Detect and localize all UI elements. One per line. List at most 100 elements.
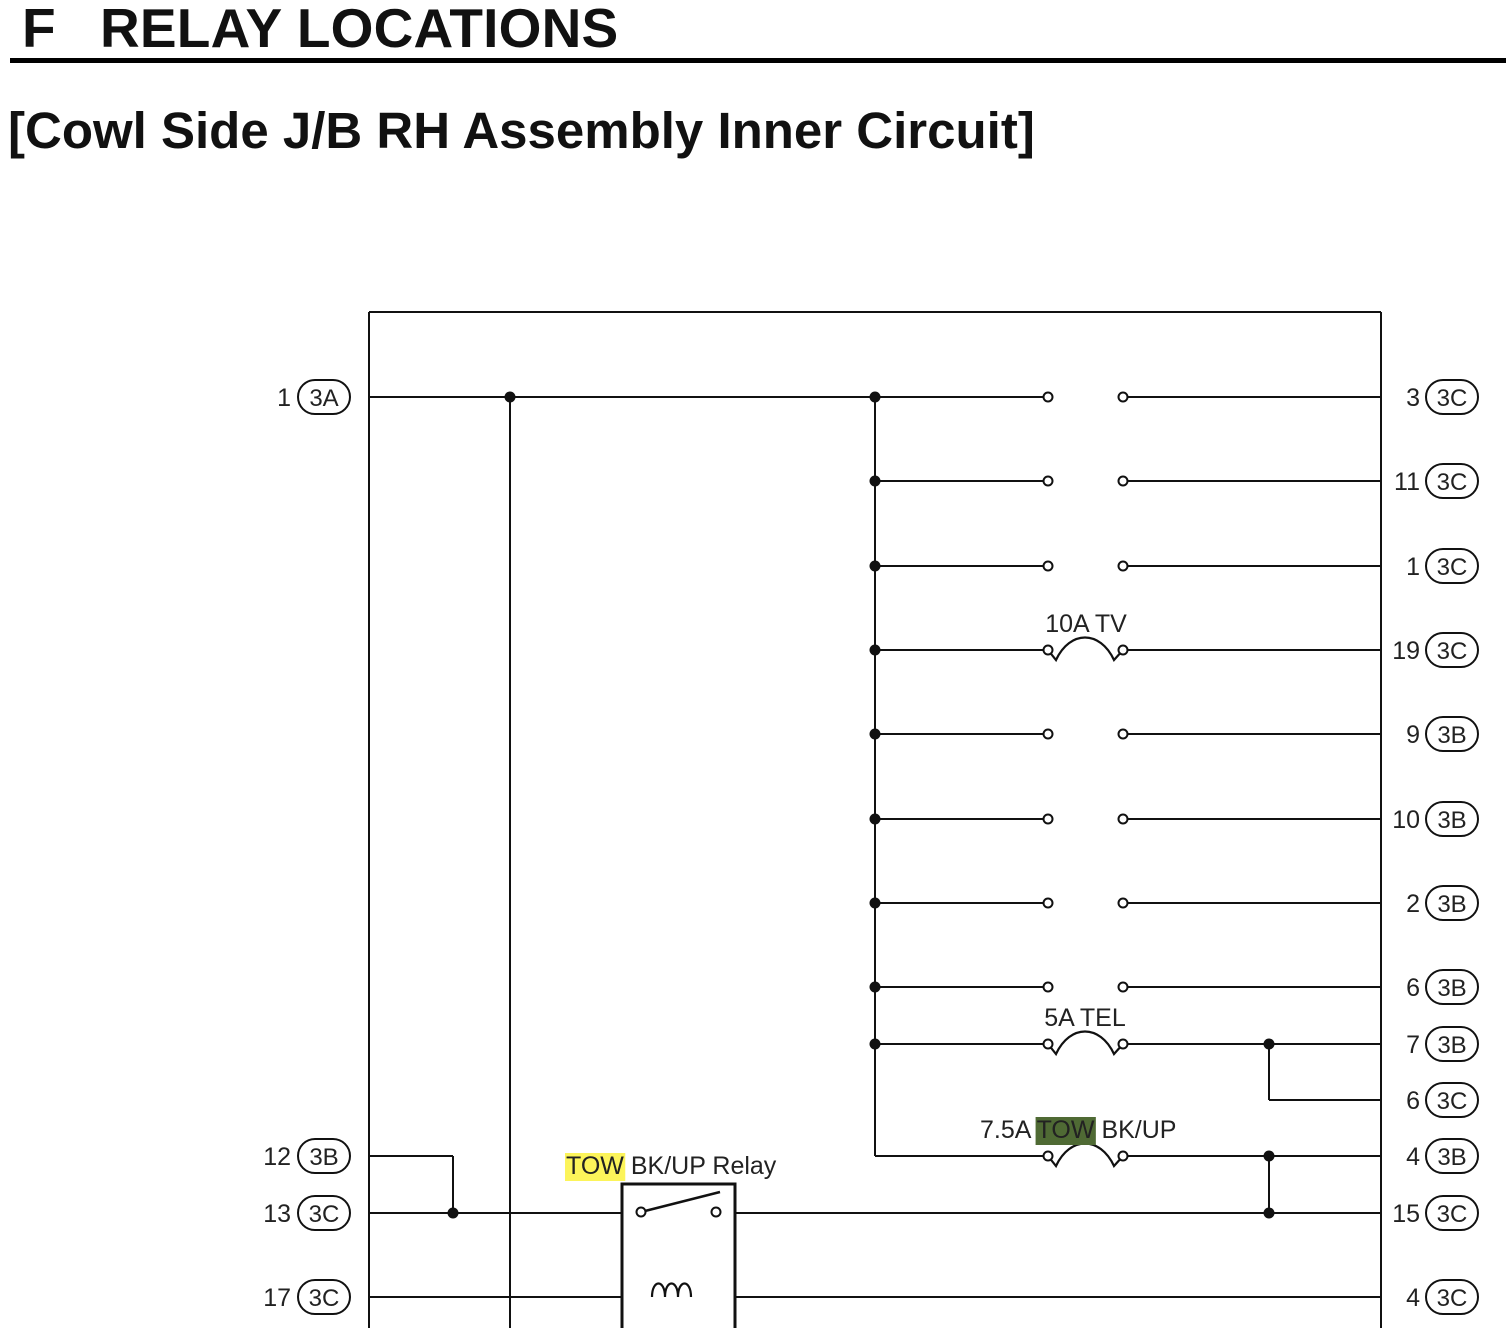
open-contacts bbox=[1042, 391, 1129, 1162]
right-terminal-pin: 6 bbox=[1406, 974, 1420, 1002]
connector-pill-shape bbox=[1425, 1279, 1479, 1315]
connector-id: 3C bbox=[309, 1201, 340, 1228]
fuse-label-highlight: TOW bbox=[1037, 1116, 1095, 1144]
connector-pill: 3C bbox=[1425, 1082, 1479, 1118]
tow-bk-up-relay bbox=[620, 1182, 737, 1328]
connector-pill-shape bbox=[1425, 379, 1479, 415]
connector-pill: 3B bbox=[1425, 969, 1479, 1005]
terminal-contact bbox=[1117, 813, 1129, 825]
connector-pill: 3C bbox=[1425, 1279, 1479, 1315]
connector-pill-shape bbox=[1425, 1138, 1479, 1174]
connector-pill-shape bbox=[297, 379, 351, 415]
junction-dot bbox=[504, 391, 516, 403]
connector-id: 3C bbox=[1437, 1285, 1468, 1312]
right-terminal-pin: 4 bbox=[1406, 1284, 1420, 1312]
relay-label-highlight-bg bbox=[565, 1153, 626, 1181]
connector-pill-shape bbox=[1425, 885, 1479, 921]
connector-pill-shape bbox=[1425, 969, 1479, 1005]
terminal-contact bbox=[1117, 475, 1129, 487]
fuse-links bbox=[1047, 636, 1124, 1169]
terminal-contact bbox=[1117, 391, 1129, 403]
connector-id: 3B bbox=[1437, 807, 1466, 834]
connector-pill: 3B bbox=[1425, 716, 1479, 752]
terminal-contact bbox=[1042, 1038, 1054, 1050]
right-terminal-pin: 19 bbox=[1392, 637, 1420, 665]
terminal-contact bbox=[1042, 1150, 1054, 1162]
connector-pill: 3B bbox=[1425, 1138, 1479, 1174]
terminal-contact bbox=[1042, 813, 1054, 825]
connector-pill-shape bbox=[297, 1138, 351, 1174]
junction-dot bbox=[869, 728, 881, 740]
connector-pill: 3C bbox=[1425, 632, 1479, 668]
fuse-icon bbox=[1047, 1030, 1124, 1057]
connector-pill-shape bbox=[1425, 716, 1479, 752]
right-terminal-pin: 15 bbox=[1392, 1200, 1420, 1228]
connector-pill-shape bbox=[297, 1279, 351, 1315]
connector-pill-shape bbox=[1425, 463, 1479, 499]
right-terminal-pin: 10 bbox=[1392, 806, 1420, 834]
connector-id: 3A bbox=[309, 385, 338, 412]
connector-id: 3C bbox=[1437, 469, 1468, 496]
junction-dot bbox=[869, 644, 881, 656]
relay-label-suffix: BK/UP Relay bbox=[631, 1152, 777, 1180]
fuse-label-tel: 5A TEL bbox=[1044, 1004, 1126, 1032]
left-terminal-pin: 1 bbox=[277, 384, 291, 412]
terminal-contact bbox=[1117, 1150, 1129, 1162]
right-terminal-pin: 7 bbox=[1406, 1031, 1420, 1059]
left-terminal-pin: 12 bbox=[263, 1143, 291, 1171]
junction-dot bbox=[869, 897, 881, 909]
section-title: RELAY LOCATIONS bbox=[100, 0, 619, 59]
connector-id: 3C bbox=[1437, 554, 1468, 581]
header-rule bbox=[10, 58, 1506, 63]
left-terminal-pin: 13 bbox=[263, 1200, 291, 1228]
fuse-icon bbox=[1047, 1142, 1124, 1169]
connector-pill: 3A bbox=[297, 379, 351, 415]
terminal-contact bbox=[1117, 728, 1129, 740]
connector-pill-shape bbox=[1425, 1082, 1479, 1118]
right-terminal-pin: 2 bbox=[1406, 890, 1420, 918]
junction-dot bbox=[869, 813, 881, 825]
terminal-contact bbox=[1042, 981, 1054, 993]
right-terminal-pin: 6 bbox=[1406, 1087, 1420, 1115]
connector-id: 3B bbox=[1437, 891, 1466, 918]
terminal-contact bbox=[1117, 897, 1129, 909]
relay-coil-icon bbox=[650, 1282, 693, 1298]
connector-pill-shape bbox=[1425, 801, 1479, 837]
connector-id: 3B bbox=[1437, 975, 1466, 1002]
connector-pill: 3B bbox=[1425, 1026, 1479, 1062]
connector-id: 3C bbox=[1437, 1201, 1468, 1228]
connector-pill-shape bbox=[1425, 1195, 1479, 1231]
relay-label-highlight: TOW bbox=[566, 1152, 624, 1180]
connector-pill-shape bbox=[1425, 632, 1479, 668]
junction-dot bbox=[1263, 1207, 1275, 1219]
connector-pill-shape bbox=[1425, 1026, 1479, 1062]
connector-pill: 3B bbox=[1425, 885, 1479, 921]
connector-pill: 3C bbox=[1425, 1195, 1479, 1231]
terminal-contact bbox=[1042, 644, 1054, 656]
connector-pill: 3C bbox=[297, 1279, 351, 1315]
terminal-contact bbox=[1042, 391, 1054, 403]
terminal-contact bbox=[1042, 475, 1054, 487]
terminal-contact bbox=[1117, 644, 1129, 656]
connector-pill-shape bbox=[1425, 548, 1479, 584]
terminal-contact bbox=[1117, 1038, 1129, 1050]
wires bbox=[368, 311, 1382, 1328]
junction-dots bbox=[447, 391, 1275, 1219]
terminal-contact bbox=[1042, 728, 1054, 740]
right-terminal-pin: 1 bbox=[1406, 553, 1420, 581]
terminal-contact bbox=[1042, 897, 1054, 909]
fuse-label-highlight-bg bbox=[1035, 1117, 1096, 1145]
junction-dot bbox=[869, 981, 881, 993]
right-terminal-pin: 4 bbox=[1406, 1143, 1420, 1171]
junction-dot bbox=[869, 391, 881, 403]
diagram-subtitle: [Cowl Side J/B RH Assembly Inner Circuit… bbox=[8, 102, 1035, 159]
right-terminal-pin: 9 bbox=[1406, 721, 1420, 749]
junction-dot bbox=[1263, 1150, 1275, 1162]
connector-pill: 3C bbox=[1425, 463, 1479, 499]
connector-id: 3C bbox=[1437, 1088, 1468, 1115]
